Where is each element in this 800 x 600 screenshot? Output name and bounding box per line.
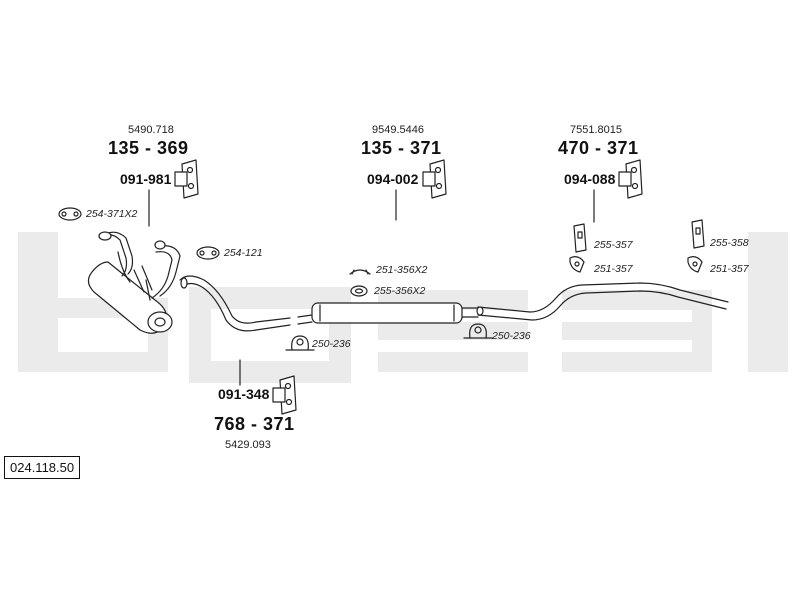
part-code[interactable]: 470 - 371 — [558, 138, 639, 158]
part-label[interactable]: 255-357 — [594, 239, 633, 251]
group-ref: 7551.8015 — [570, 124, 622, 136]
group-ref: 5490.718 — [128, 124, 174, 136]
group-ref: 5429.093 — [225, 439, 271, 451]
clamp-icon — [569, 256, 585, 273]
part-label[interactable]: 255-358 — [710, 237, 749, 249]
part-code[interactable]: 135 - 369 — [108, 138, 189, 158]
rubber-hanger-icon — [174, 159, 199, 199]
part-label[interactable]: 255-356X2 — [374, 285, 426, 297]
bracket-icon — [691, 219, 705, 249]
rubber-hanger-icon — [618, 159, 643, 199]
center-silencer — [297, 302, 479, 325]
part-label[interactable]: 250-236 — [312, 338, 351, 350]
front-silencer-assembly — [87, 231, 181, 334]
part-code[interactable]: 768 - 371 — [214, 414, 295, 434]
gasket-icon — [196, 246, 220, 260]
rubber-hanger-icon — [422, 159, 447, 199]
clamp-icon — [687, 256, 703, 273]
gasket-icon — [350, 285, 368, 297]
leader-lines — [148, 189, 595, 386]
part-label[interactable]: 254-371X2 — [86, 208, 138, 220]
clamp-icon — [285, 335, 315, 351]
hanger-code[interactable]: 091-981 — [120, 171, 172, 187]
hanger-code[interactable]: 091-348 — [218, 386, 270, 402]
rear-pipe — [476, 282, 729, 321]
gasket-icon — [58, 207, 82, 221]
hanger-code[interactable]: 094-002 — [367, 171, 419, 187]
catalog-number: 024.118.50 — [4, 456, 81, 479]
clamp-icon — [463, 323, 493, 339]
part-code[interactable]: 135 - 371 — [361, 138, 442, 158]
bracket-icon — [573, 223, 587, 253]
rubber-hanger-icon — [272, 375, 297, 415]
part-label[interactable]: 251-356X2 — [376, 264, 428, 276]
part-label[interactable]: 251-357 — [594, 263, 633, 275]
hanger-code[interactable]: 094-088 — [564, 171, 616, 187]
clamp-icon — [349, 269, 371, 275]
part-label[interactable]: 254-121 — [224, 247, 263, 259]
group-ref: 9549.5446 — [372, 124, 424, 136]
front-pipe — [179, 275, 291, 332]
part-label[interactable]: 251-357 — [710, 263, 749, 275]
part-label[interactable]: 250-236 — [492, 330, 531, 342]
